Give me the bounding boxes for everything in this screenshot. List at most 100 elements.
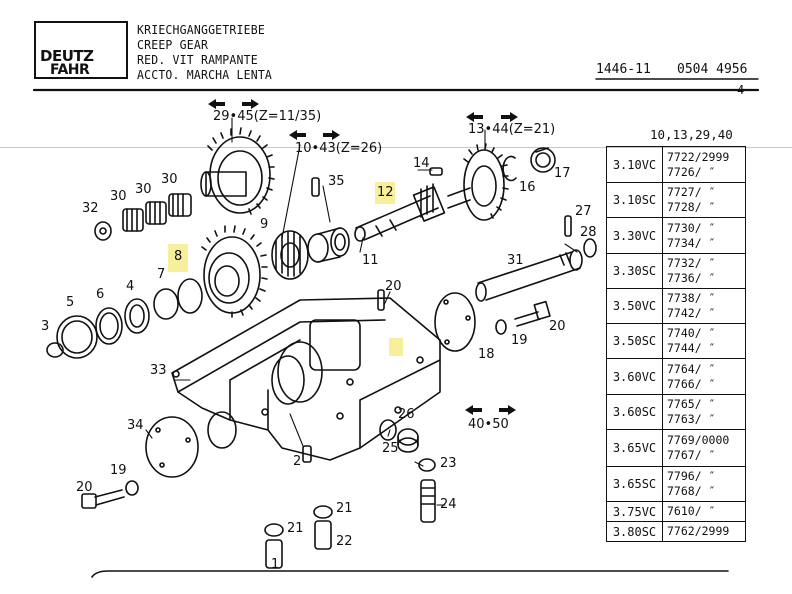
callout-23: 23: [440, 456, 457, 471]
serial-range: 7764/ ″7766/ ″: [662, 358, 746, 395]
serial-line: 7734/ ″: [667, 235, 716, 250]
cover-18: [434, 292, 476, 352]
serial-line: 7796/ ″: [667, 469, 716, 483]
callout-30-c: 30: [161, 172, 178, 187]
callout-25: 25: [382, 441, 399, 456]
model-name: 3.80SC: [606, 521, 663, 542]
model-name: 3.10SC: [606, 182, 663, 218]
serial-range: 7730/ ″7734/ ″: [662, 217, 746, 254]
washer-25: [379, 419, 397, 441]
baseline: [91, 570, 729, 578]
kit-label-40: 40•50: [468, 417, 509, 432]
brand-logo-top: DEUTZ: [40, 47, 94, 65]
bearing-set-30: [94, 193, 192, 241]
serial-line: 7763/ ″: [667, 412, 716, 426]
serial-line: 7764/ ″: [667, 361, 716, 376]
callout-34: 34: [127, 418, 144, 433]
doc-ref: 1446-11: [596, 62, 651, 77]
serial-line: 7728/ ″: [667, 200, 716, 214]
gear-10: [201, 225, 268, 318]
bolt-24: [420, 479, 436, 523]
bolt-21-22: [264, 505, 333, 569]
rings-3-to-8: [46, 278, 203, 359]
callout-19-left: 19: [110, 463, 127, 478]
callout-16: 16: [519, 180, 536, 195]
brand-logo: DEUTZ FAHR: [34, 21, 128, 79]
callout-5: 5: [66, 295, 75, 310]
title-english: CREEP GEAR: [137, 37, 209, 52]
serial-line: 7732/ ″: [667, 256, 716, 270]
pin-35: [311, 177, 320, 197]
callout-21-left: 21: [287, 521, 304, 536]
plug-26: [397, 428, 419, 453]
serial-range: 7610/ ″: [662, 501, 746, 522]
bolt-20-left: [81, 480, 139, 509]
callout-7: 7: [157, 267, 166, 282]
callout-27: 27: [575, 204, 592, 219]
needle-bearing-9: [271, 230, 309, 280]
gear-label-10: 10•43(Z=26): [295, 141, 383, 156]
title-spanish: ACCTO. MARCHA LENTA: [137, 67, 273, 82]
callout-20-top: 20: [385, 279, 402, 294]
callout-12: 12: [377, 185, 394, 200]
callout-2: 2: [293, 454, 302, 469]
serial-line: 7767/ ″: [667, 448, 716, 462]
washer-23: [418, 458, 436, 472]
model-name: 3.50SC: [606, 323, 663, 359]
serial-range: 7740/ ″7744/ ″: [662, 323, 746, 359]
model-name: 3.30SC: [606, 253, 663, 289]
highlight-mark: [375, 182, 395, 204]
callout-17: 17: [554, 166, 571, 181]
gear-29: [200, 127, 275, 215]
callout-14: 14: [413, 156, 430, 171]
bearing-17: [530, 147, 556, 173]
scan-artifact-line: [0, 147, 792, 148]
serial-range: 7796/ ″7768/ ″: [662, 466, 746, 502]
serial-line: 7738/ ″: [667, 291, 716, 305]
gear-label-13: 13•44(Z=21): [468, 122, 556, 137]
serial-line: 7722/2999: [667, 149, 730, 164]
callout-6: 6: [96, 287, 105, 302]
serial-line: 7610/ ″: [667, 504, 716, 518]
callout-9: 9: [260, 217, 269, 232]
model-name: 3.60VC: [606, 358, 663, 395]
callout-4: 4: [126, 279, 135, 294]
title-german: KRIECHGANGGETRIEBE: [137, 22, 265, 37]
callout-30-a: 30: [110, 189, 127, 204]
callout-20-left: 20: [76, 480, 93, 495]
callout-20-right: 20: [549, 319, 566, 334]
pin-20-top: [377, 289, 385, 311]
model-name: 3.65VC: [606, 429, 663, 467]
gear-13: [447, 143, 509, 221]
arrow-icon: [208, 99, 518, 415]
serial-line: 7769/0000: [667, 433, 730, 447]
callout-32: 32: [82, 201, 99, 216]
leader-lines: [145, 117, 578, 506]
spacer-11: [307, 227, 350, 263]
callout-1: 1: [271, 557, 280, 572]
callout-19-right: 19: [511, 333, 528, 348]
brand-logo-bottom: FAHR: [50, 62, 90, 78]
callout-21-right: 21: [336, 501, 353, 516]
callout-8: 8: [174, 249, 183, 264]
shaft-31: [475, 249, 583, 302]
callout-33: 33: [150, 363, 167, 378]
snap-ring-16: [502, 155, 517, 182]
ring-28: [583, 238, 597, 258]
serial-line: 7726/ ″: [667, 164, 716, 179]
key-14: [429, 167, 443, 176]
callout-35: 35: [328, 174, 345, 189]
callout-3: 3: [41, 319, 50, 334]
highlight-mark: [168, 244, 188, 272]
